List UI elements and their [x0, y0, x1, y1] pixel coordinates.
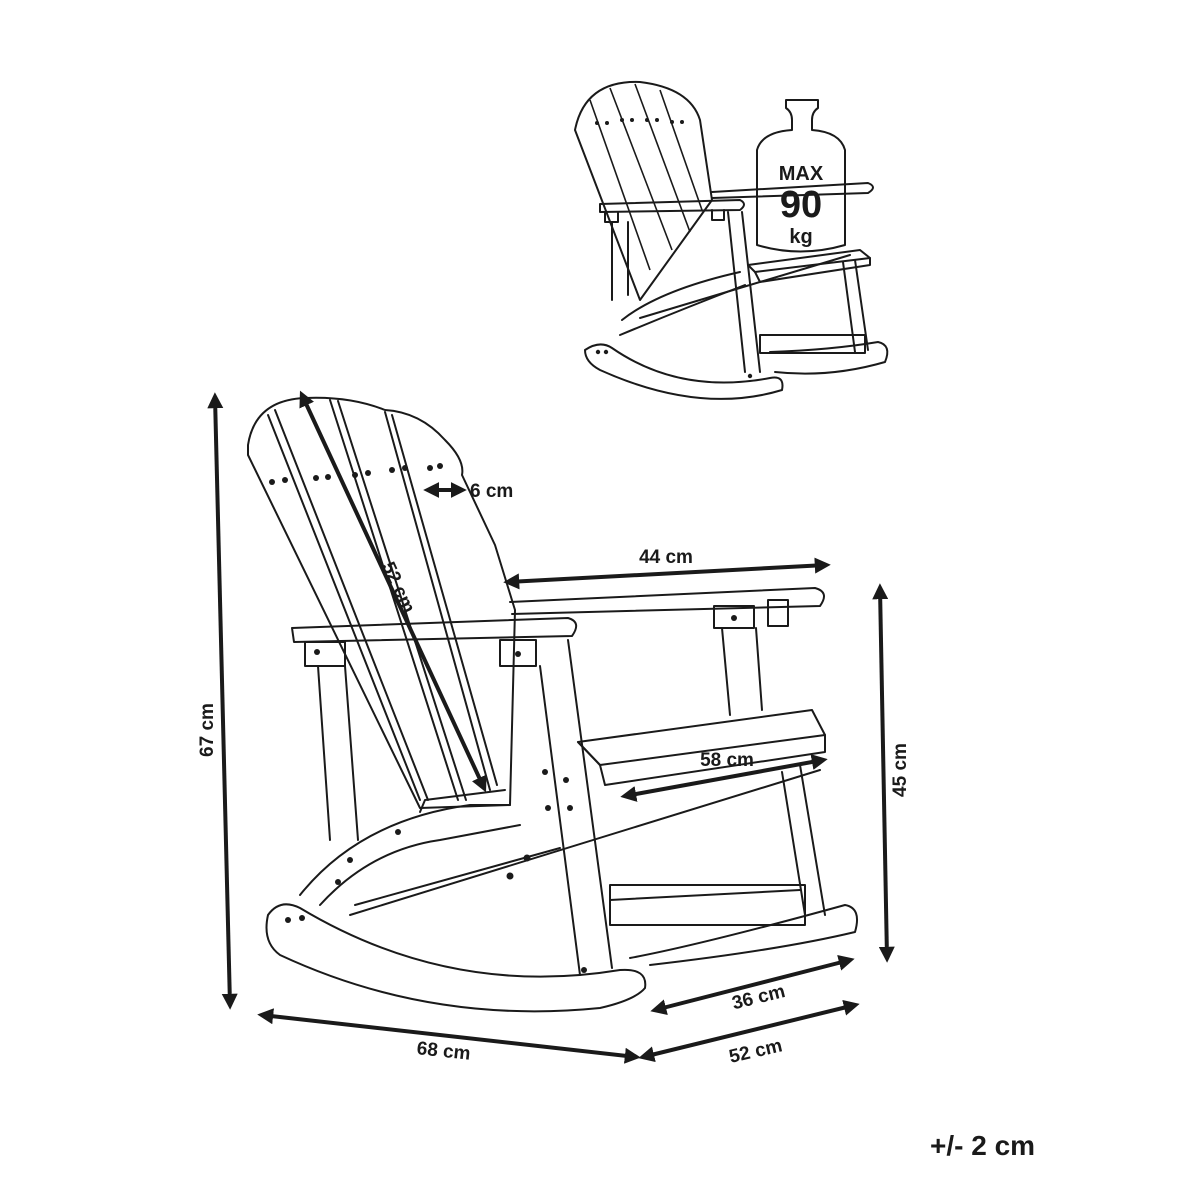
height-label: 67 cm — [197, 703, 218, 757]
slat-width-label: 6 cm — [470, 481, 513, 502]
dimension-lines: 67 cm 52 cm 6 cm 44 cm 58 cm 45 cm 36 cm… — [197, 390, 911, 1068]
weight-value: 90 — [780, 184, 822, 226]
seat-height-dimension-line — [872, 583, 895, 963]
small-chair-illustration — [574, 80, 889, 400]
large-chair-illustration — [247, 396, 858, 1013]
height-dimension-line — [207, 392, 238, 1010]
base-depth-label: 36 cm — [730, 981, 787, 1014]
backrest-label: 52 cm — [377, 559, 419, 617]
seat-dimension-line — [620, 754, 828, 802]
length-dimension-line — [257, 1008, 641, 1064]
width-dimension-line — [638, 999, 860, 1063]
weight-icon: MAX 90 kg — [756, 99, 846, 253]
seat-height-label: 45 cm — [890, 743, 911, 797]
tolerance-note: +/- 2 cm — [930, 1130, 1036, 1161]
width-label: 52 cm — [727, 1035, 784, 1068]
length-label: 68 cm — [416, 1038, 472, 1065]
armrest-dimension-line — [503, 557, 831, 590]
armrest-depth-label: 44 cm — [639, 547, 693, 568]
weight-max-label: MAX — [779, 163, 824, 185]
seat-width-label: 58 cm — [700, 750, 754, 771]
backrest-dimension-line — [299, 390, 487, 793]
weight-unit: kg — [789, 226, 812, 248]
